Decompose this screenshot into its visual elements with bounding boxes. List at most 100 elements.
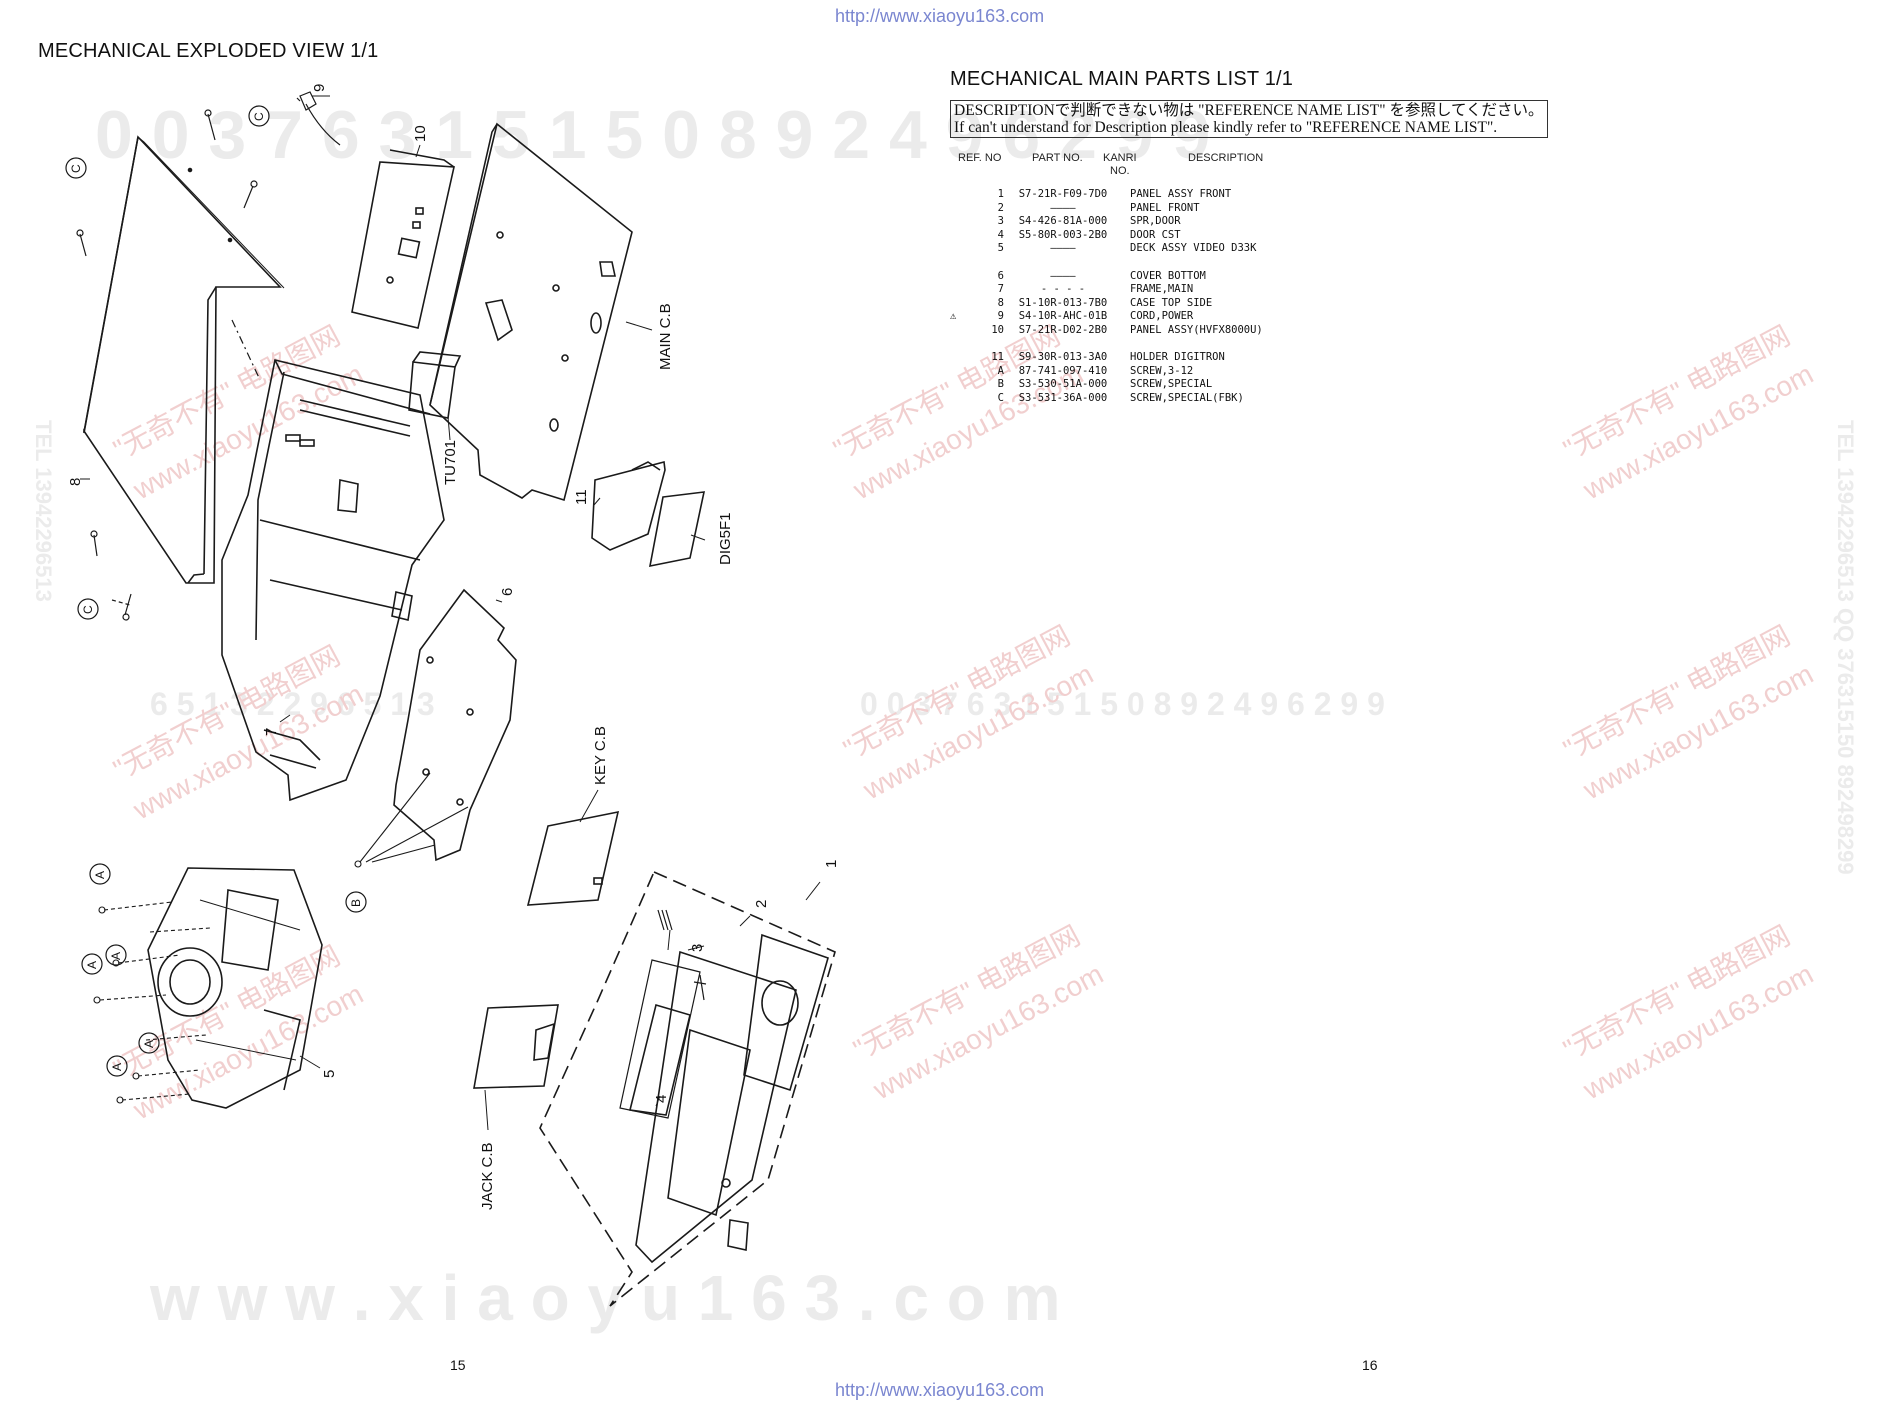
row-description: PANEL ASSY FRONT [1130, 188, 1232, 200]
row-description: SCREW,SPECIAL(FBK) [1130, 391, 1244, 404]
row-ref-no: 10 [991, 323, 1004, 336]
row-part-no: S7-21R-D02-2B0 [1018, 323, 1108, 336]
page-number-right: 16 [1362, 1357, 1378, 1373]
row-ref-no: 4 [997, 228, 1004, 241]
row-description: FRAME,MAIN [1130, 283, 1194, 295]
row-part-no: S5-80R-003-2B0 [1018, 228, 1108, 241]
row-description: DECK ASSY VIDEO D33K [1130, 242, 1257, 254]
row-ref-no: A [997, 364, 1004, 377]
label-main-cb: MAIN C.B [657, 303, 674, 370]
watermark-digits-top: 0 0 3 7 6 3 1 5 1 5 0 8 9 2 4 9 6 2 9 9 [95, 97, 1210, 173]
row-ref-no: 5 [997, 242, 1004, 254]
holder-digitron [591, 460, 706, 568]
row-description: SCREW,3-12 [1130, 364, 1194, 377]
row-part-no: ———— [1050, 269, 1076, 282]
header-part-no: PART NO. [1032, 152, 1083, 164]
jack-cb-board [473, 1004, 559, 1131]
row-description: HOLDER DIGITRON [1130, 351, 1225, 363]
row-description: PANEL ASSY(HVFX8000U) [1130, 323, 1263, 336]
panel-assy-10 [351, 149, 455, 329]
power-cord [296, 91, 341, 146]
reference-notice-box: DESCRIPTIONで判断できない物は "REFERENCE NAME LIS… [950, 100, 1548, 138]
row-ref-no: 2 [997, 201, 1004, 214]
screw-group-a [99, 901, 211, 1101]
footer-url[interactable]: http://www.xiaoyu163.com [835, 1380, 1045, 1400]
row-part-no: S7-21R-F09-7D0 [1018, 188, 1108, 200]
row-description: DOOR CST [1130, 228, 1181, 241]
callout-9: 9 [311, 84, 328, 92]
header-url[interactable]: http://www.xiaoyu163.com [835, 6, 1045, 26]
letter-c: C [81, 605, 95, 614]
circled-letter-text: C C C B A A A A A [69, 112, 363, 1071]
letter-b: B [349, 899, 363, 907]
row-part-no: 87-741-097-410 [1018, 364, 1108, 377]
watermark-side-right: TEL 13942296513 QQ 376315150 892498299 [1833, 420, 1858, 875]
letter-a: A [85, 961, 99, 969]
callout-7: 7 [263, 728, 280, 736]
row-description: PANEL FRONT [1130, 201, 1200, 214]
exploded-view-diagram: 1 2 3 4 5 6 7 8 9 10 11 MAIN C.B TU701 D… [65, 84, 840, 1307]
row-ref-no: B [997, 378, 1004, 390]
label-key-cb: KEY C.B [592, 726, 609, 785]
cover-bottom [393, 588, 517, 862]
letter-a: A [110, 1063, 124, 1071]
callout-labels: 1 2 3 4 5 6 7 8 9 10 11 MAIN C.B TU701 D… [67, 84, 840, 1210]
screw-heads-a [93, 906, 140, 1104]
header-kanri-no: NO. [1110, 165, 1130, 177]
notice-line-japanese: DESCRIPTIONで判断できない物は "REFERENCE NAME LIS… [954, 102, 1544, 119]
row-description: COVER BOTTOM [1130, 269, 1206, 282]
row-part-no: S1-10R-013-7B0 [1018, 296, 1108, 309]
leader-lines [80, 95, 821, 1107]
row-part-no: ———— [1050, 201, 1076, 214]
header-description: DESCRIPTION [1188, 152, 1264, 164]
notice-line-english: If can't understand for Description plea… [954, 119, 1498, 136]
row-ref-no: 11 [991, 351, 1004, 363]
callout-1: 1 [823, 860, 840, 868]
row-part-no: ———— [1050, 242, 1076, 254]
row-description: SCREW,SPECIAL [1130, 378, 1213, 390]
callout-4: 4 [653, 1095, 670, 1103]
callout-6: 6 [499, 588, 516, 596]
row-description: CASE TOP SIDE [1130, 296, 1213, 309]
row-mark: ⚠ [950, 310, 957, 322]
watermark-digits-mid-right: 0 0 3 7 6 3 1 5 1 5 0 8 9 2 4 9 6 2 9 9 [860, 686, 1385, 722]
page-number-left: 15 [450, 1357, 466, 1373]
letter-c: C [252, 112, 266, 121]
main-cb-board [429, 122, 633, 502]
door-cst-and-spring [619, 909, 707, 1119]
row-ref-no: C [997, 391, 1004, 404]
label-jack-cb: JACK C.B [479, 1142, 496, 1210]
callout-3: 3 [689, 944, 706, 952]
watermark-bottom: w w w . x i a o y u 1 6 3 . c o m [149, 1262, 1061, 1334]
case-top-side [83, 135, 285, 584]
row-ref-no: 7 [997, 283, 1004, 295]
right-page-title: MECHANICAL MAIN PARTS LIST 1/1 [950, 68, 1294, 90]
watermark-side-left: TEL 13942296513 [31, 420, 56, 602]
circled-letters [65, 105, 367, 1077]
front-panel-assy [539, 870, 836, 1307]
row-ref-no: 6 [997, 269, 1004, 282]
watermark-digits-mid-left: 6 5 1 3 2 2 9 6 5 1 3 [150, 686, 435, 722]
row-part-no: - - - - [1040, 283, 1086, 295]
screw-group-b [354, 772, 469, 868]
label-dig5f1: DIG5F1 [717, 512, 734, 565]
key-cb-board [526, 810, 620, 906]
screw-group-c [76, 109, 261, 621]
row-part-no: S4-426-81A-000 [1018, 215, 1108, 227]
row-ref-no: 9 [997, 310, 1004, 322]
row-ref-no: 3 [997, 215, 1004, 227]
letter-a: A [109, 952, 123, 960]
header-kanri: KANRI [1103, 152, 1137, 164]
callout-10: 10 [412, 125, 429, 142]
letter-a: A [142, 1040, 156, 1048]
row-ref-no: 1 [997, 188, 1004, 200]
deck-assy-video [147, 867, 323, 1109]
callout-11: 11 [573, 489, 590, 505]
row-ref-no: 8 [997, 296, 1004, 309]
callout-5: 5 [321, 1070, 338, 1078]
row-part-no: S3-531-36A-000 [1018, 391, 1108, 404]
letter-a: A [93, 871, 107, 879]
letter-c: C [69, 164, 83, 173]
frame-main [221, 359, 445, 802]
